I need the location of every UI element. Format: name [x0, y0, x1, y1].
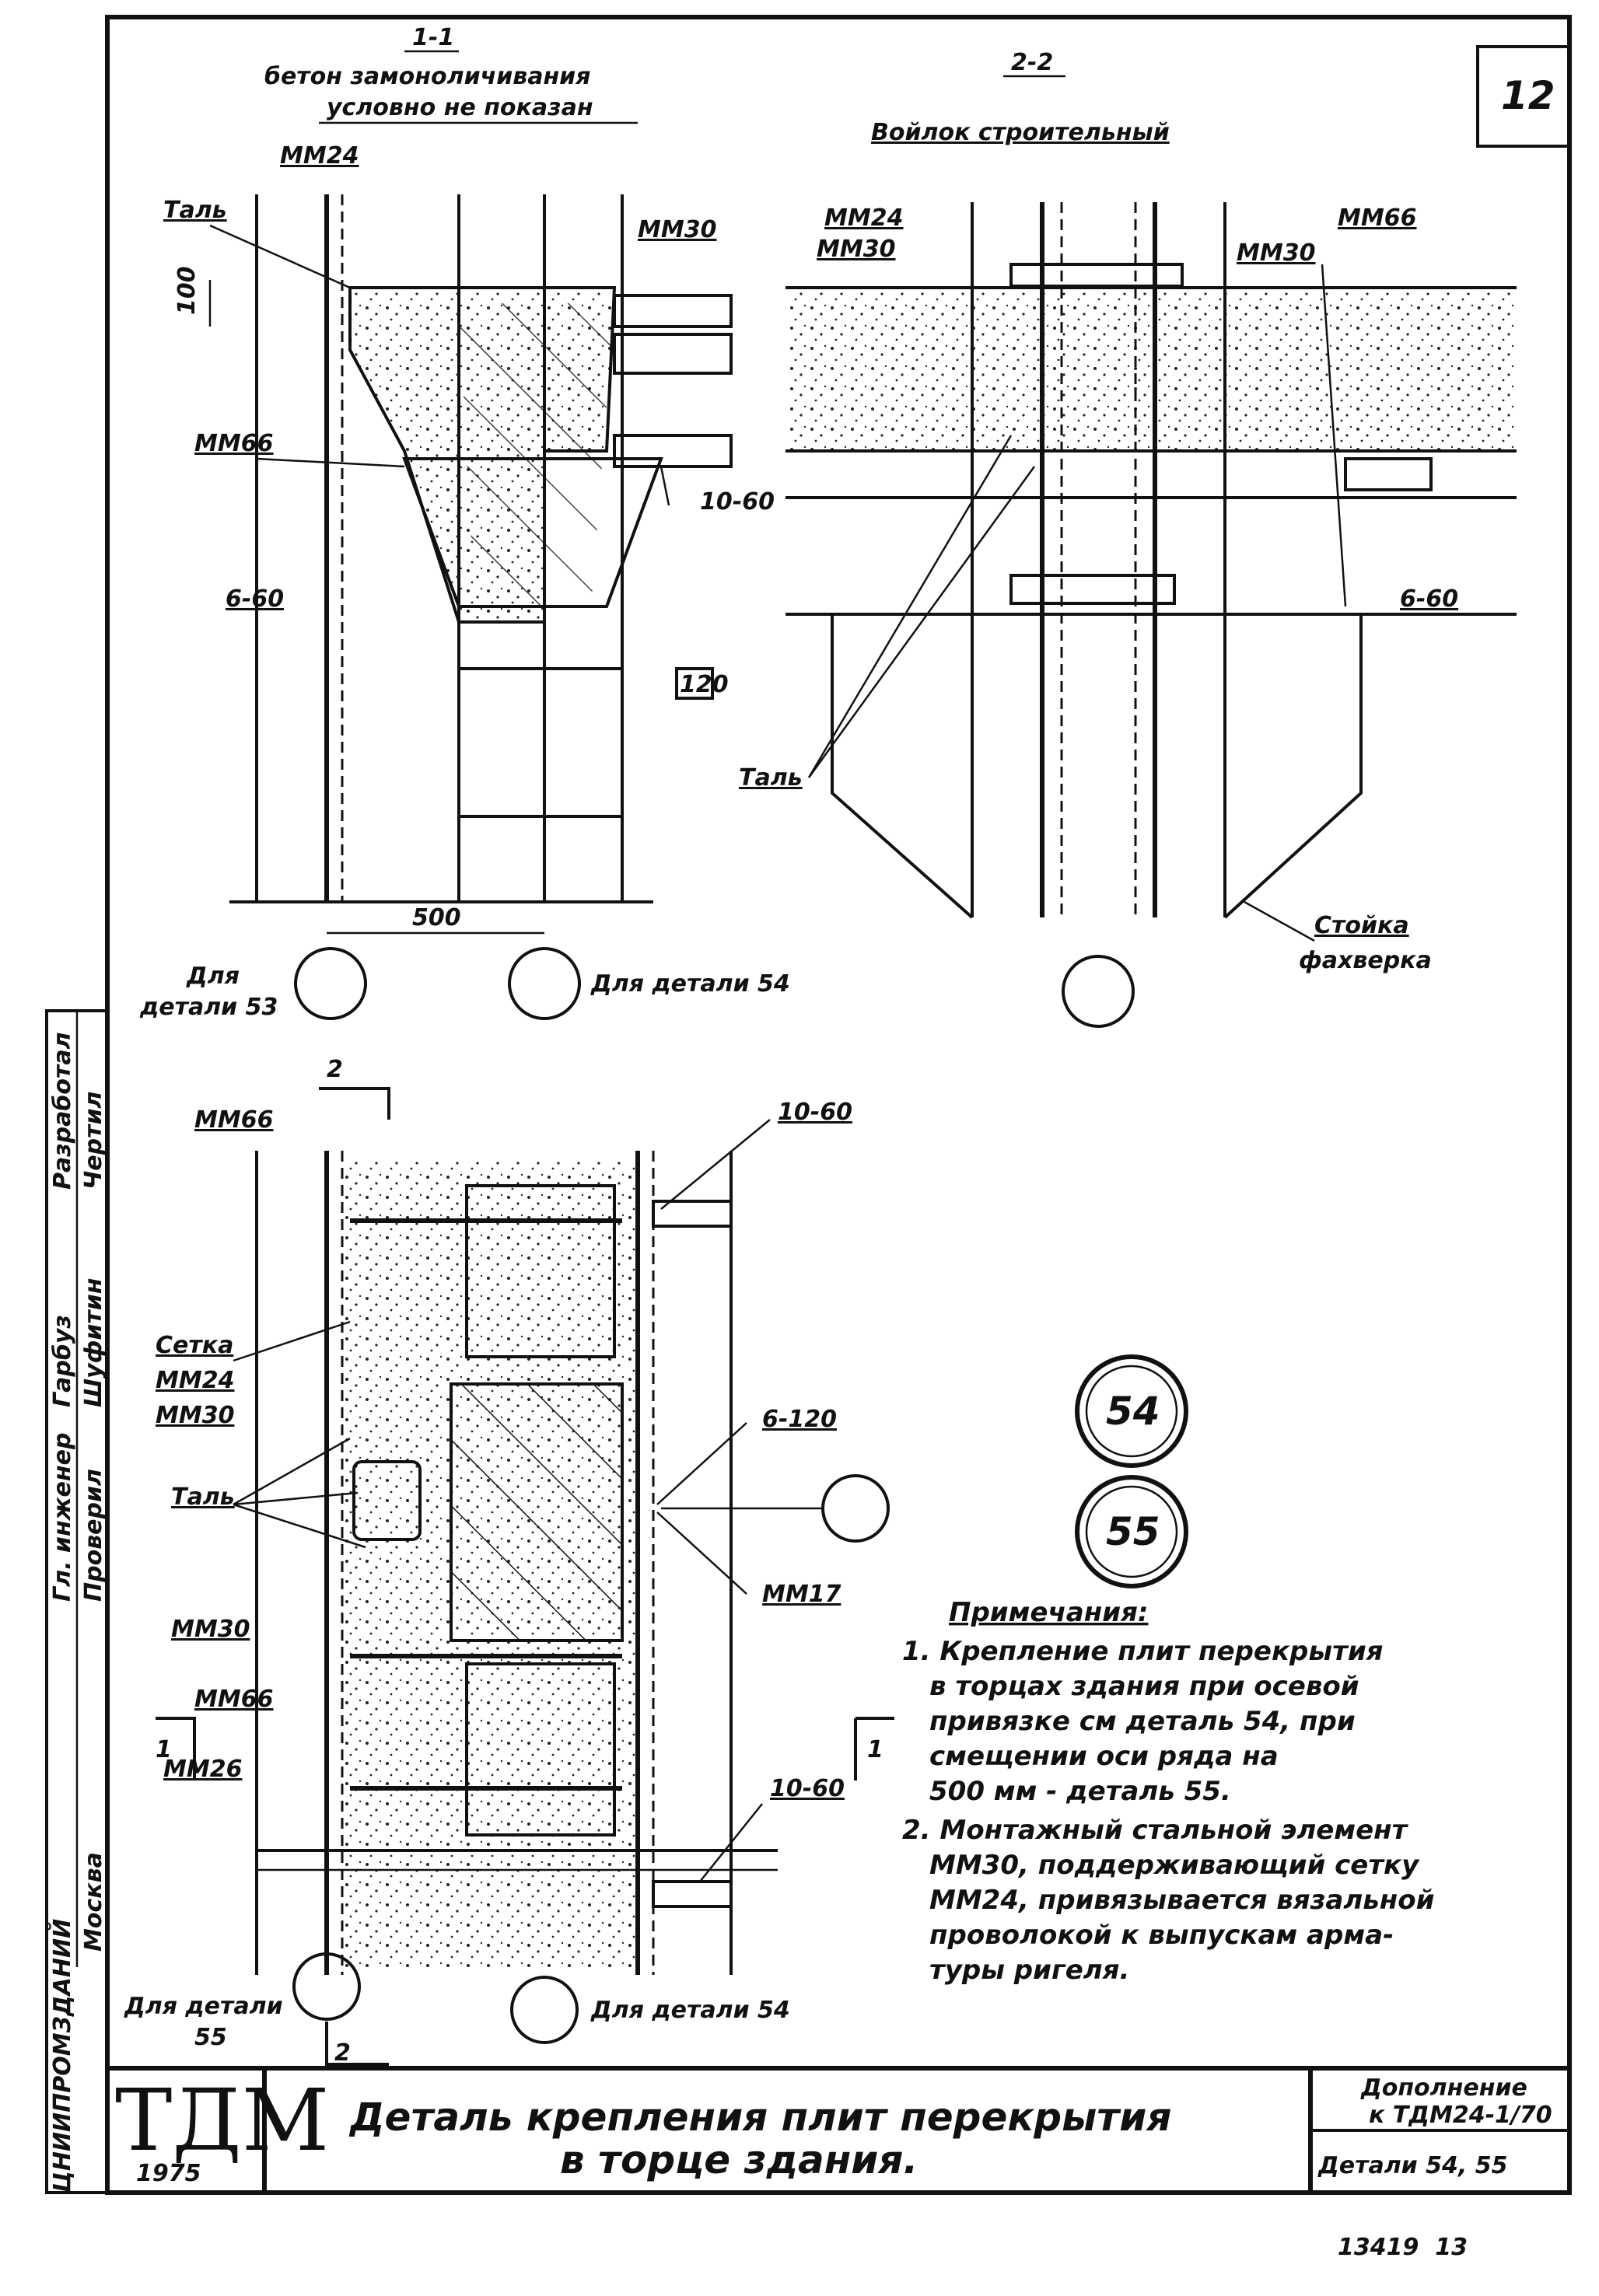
stamp-drawn: Чертил [80, 1092, 107, 1190]
note-2-line-2: ММ30, поддерживающий сетку [929, 1850, 1420, 1881]
label-mm66-plan-a: ММ66 [194, 1106, 273, 1134]
label-tal-s1: Таль [163, 197, 227, 224]
footer-number: 13419 13 [1338, 2234, 1468, 2261]
plan-view: 2 ММ66 10-60 Сетка ММ24 ММ30 Таль 6-120 … [124, 1056, 894, 2067]
dim-100: 100 [173, 266, 201, 315]
for-detail-53-line1: Для [186, 963, 240, 990]
for-detail-53-line2: детали 53 [139, 994, 278, 1021]
section-1-title: 1-1 [412, 24, 454, 51]
label-mm66-plan-b: ММ66 [194, 1686, 273, 1713]
detail-circle-54-plan [510, 1976, 579, 2044]
title-ref-line-2: к ТДМ24-1/70 [1369, 2102, 1552, 2129]
detail-circle-post [1062, 955, 1135, 1028]
note-1-line-2: в торцах здания при осевой [929, 1671, 1359, 1702]
sheet-number: 12 [1501, 73, 1555, 118]
stamp-name-1: Гарбуз [49, 1315, 76, 1407]
section-2-title: 2-2 [1011, 49, 1053, 76]
notes-heading: Примечания: [949, 1597, 1149, 1628]
for-detail-54-s1: Для детали 54 [590, 970, 790, 998]
title-logo: ТДМ [115, 2071, 329, 2170]
label-tal-s2: Таль [739, 764, 803, 792]
label-mm30-s1: ММ30 [638, 216, 716, 243]
label-120-s1: 120 [680, 671, 729, 698]
detail-markers: 54 55 [1075, 1354, 1188, 1588]
label-tal-plan: Таль [171, 1483, 235, 1511]
detail-marker-54: 54 [1106, 1389, 1160, 1434]
label-10-60-s1: 10-60 [700, 488, 775, 515]
title-line-1: Деталь крепления плит перекрытия [348, 2095, 1171, 2140]
detail-circle-54-s1 [508, 947, 581, 1020]
side-stamp: Гл. инженер Проверил Гарбуз Шуфитин Разр… [48, 1032, 107, 2193]
label-setka: Сетка [156, 1332, 233, 1359]
section-1-note-line1: бетон замоноличивания [264, 63, 590, 90]
plan-cut-right: 1 [867, 1736, 883, 1763]
stamp-name-2: Шуфитин [80, 1277, 107, 1407]
detail-circle-53 [294, 947, 367, 1020]
label-10-60-plan-b: 10-60 [770, 1775, 845, 1802]
label-mm17-plan: ММ17 [762, 1581, 841, 1608]
title-ref-line-1: Дополнение [1360, 2074, 1527, 2102]
label-mm30-plan-a: ММ30 [156, 1402, 234, 1429]
note-1-line-5: 500 мм - деталь 55. [929, 1776, 1231, 1807]
stamp-chief-engineer: Гл. инженер [49, 1433, 76, 1602]
note-1-line-4: смещении оси ряда на [929, 1741, 1279, 1772]
title-block: ТДМ 1975 Деталь крепления плит перекрыти… [107, 2066, 1569, 2193]
note-1-line-3: привязке см деталь 54, при [929, 1706, 1356, 1737]
felt-label: Войлок строительный [871, 119, 1170, 146]
for-detail-55-line1: Для детали [124, 1993, 283, 2020]
label-mm30-s2b: ММ30 [1237, 239, 1315, 267]
for-detail-54-plan: Для детали 54 [590, 1997, 790, 2024]
title-line-2: в торце здания. [560, 2137, 918, 2182]
label-10-60-plan-a: 10-60 [778, 1099, 852, 1126]
section-1-note-line2: условно не показан [327, 94, 593, 121]
note-2-line-5: туры ригеля. [929, 1955, 1129, 1986]
dim-500: 500 [412, 904, 461, 931]
label-mm30-s2a: ММ30 [817, 236, 895, 263]
detail-marker-55: 55 [1106, 1509, 1160, 1554]
stamp-org: ЦНИИПРОМЗДАНИЙ [48, 1919, 76, 2193]
for-detail-55-line2: 55 [194, 2024, 227, 2051]
label-6-60-s2: 6-60 [1400, 585, 1458, 613]
note-2-line-1: 2. Монтажный стальной элемент [902, 1815, 1409, 1846]
stamp-city: Москва [80, 1852, 107, 1952]
label-mm66-s2: ММ66 [1338, 204, 1416, 232]
notes-block: Примечания: 1. Крепление плит перекрытия… [902, 1597, 1434, 1986]
sheet-frame [45, 15, 1572, 2195]
label-mm24-plan: ММ24 [156, 1367, 234, 1394]
label-mm24-s2: ММ24 [824, 204, 903, 232]
section-2-2: 2-2 Войлок строительный ММ24 ММ30 ММ30 М… [739, 49, 1517, 1028]
note-2-line-3: ММ24, привязывается вязальной [929, 1885, 1434, 1916]
stamp-checked: Проверил [80, 1469, 107, 1602]
label-mm24-s1: ММ24 [280, 142, 359, 169]
label-mm66-s1: ММ66 [194, 430, 273, 457]
label-6-120-plan: 6-120 [762, 1406, 837, 1433]
plan-cut-left: 1 [156, 1736, 172, 1763]
title-details: Детали 54, 55 [1317, 2152, 1507, 2179]
title-year: 1975 [136, 2160, 201, 2187]
post-label-line1: Стойка [1314, 912, 1409, 939]
plan-cut-mark-top: 2 [327, 1056, 343, 1083]
note-2-line-4: проволокой к выпускам арма- [929, 1920, 1394, 1951]
detail-circle-55 [292, 1952, 361, 2021]
label-6-60-s1: 6-60 [226, 585, 284, 613]
detail-circle-plan-right [821, 1474, 890, 1543]
section-1-1: 1-1 бетон замоноличивания условно не пок… [139, 24, 790, 1021]
label-mm30-plan-b: ММ30 [171, 1616, 250, 1643]
post-label-line2: фахверка [1299, 947, 1432, 974]
plan-cut-mark-bottom: 2 [334, 2039, 351, 2067]
stamp-developed: Разработал [49, 1032, 76, 1190]
label-mm26-plan: ММ26 [163, 1756, 242, 1783]
note-1-line-1: 1. Крепление плит перекрытия [902, 1636, 1384, 1667]
